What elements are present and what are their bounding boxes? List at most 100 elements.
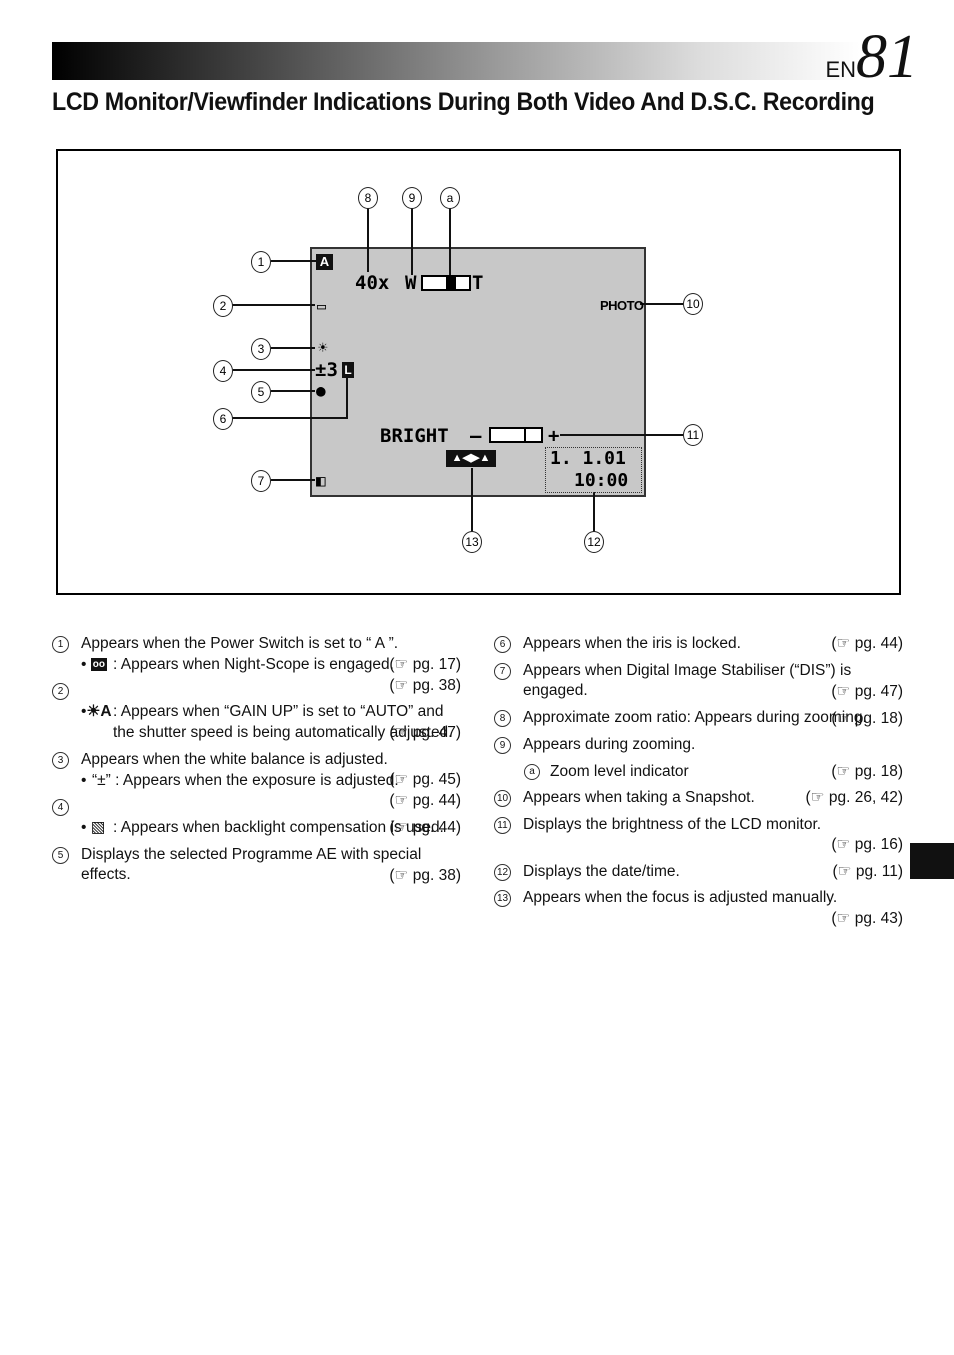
zoom-wide-label: W (405, 272, 417, 294)
bullet: • oo (81, 656, 107, 673)
item-letter: a (524, 763, 540, 780)
callout-6: 6 (213, 408, 233, 430)
manual-focus-icon: ▲◀▶▲ (446, 450, 496, 467)
page-reference: (☞ pg. 16) (831, 836, 903, 853)
page-reference: (☞ pg. 26, 42) (805, 789, 903, 806)
item-number: 4 (52, 798, 69, 816)
auto-mode-icon: A (316, 254, 333, 270)
list-item: 3 Appears when the white balance is adju… (52, 750, 461, 791)
item-text: Displays the selected Programme AE with … (81, 845, 422, 884)
page-reference: (☞ pg. 47) (831, 682, 903, 700)
item-text: Appears when the focus is adjusted manua… (523, 889, 838, 906)
list-subitem: • “±” : Appears when the exposure is adj… (52, 771, 461, 812)
item-text: Appears when the Power Switch is set to … (81, 635, 399, 652)
list-item: 5 Displays the selected Programme AE wit… (52, 845, 461, 887)
item-text: Approximate zoom ratio: Appears during z… (523, 709, 867, 726)
list-item: 1 Appears when the Power Switch is set t… (52, 634, 461, 675)
item-number: 3 (52, 751, 69, 769)
item-number: 2 (52, 683, 69, 700)
zoom-tele-label: T (472, 272, 484, 294)
list-item: 12 Displays the date/time. (☞ pg. 11) (494, 862, 903, 883)
lcd-diagram-frame (56, 149, 901, 595)
page-reference: (☞ pg. 47) (389, 724, 461, 741)
item-number: 13 (494, 890, 511, 907)
photo-indicator: PHOTO (600, 298, 644, 313)
list-subitem: • oo : Appears when Night-Scope is engag… (52, 655, 461, 696)
page-reference: (☞ pg. 44) (389, 819, 461, 836)
item-text: Displays the date/time. (523, 862, 680, 880)
time-display: 10:00 (574, 470, 629, 491)
item-number: 5 (52, 846, 69, 864)
exposure-value: ±3 (315, 359, 338, 381)
item-text: “±” : Appears when the exposure is adjus… (92, 771, 399, 789)
bright-label: BRIGHT (380, 425, 449, 447)
page-reference: (☞ pg. 18) (831, 762, 903, 780)
item-number: 7 (494, 662, 511, 680)
list-item: 6 Appears when the iris is locked. (☞ pg… (494, 634, 903, 655)
date-time-box (545, 447, 642, 493)
date-display: 1. 1.01 (550, 448, 626, 469)
callout-12: 12 (584, 531, 604, 553)
callout-13: 13 (462, 531, 482, 553)
programme-ae-icon: ● (316, 381, 326, 400)
page-reference: (☞ pg. 43) (831, 909, 903, 927)
page-reference: (☞ pg. 18) (831, 709, 903, 727)
item-text: : Appears when Night-Scope is engaged. (113, 656, 394, 673)
bullet: • ▧ (81, 818, 106, 836)
list-item: 7 Appears when Digital Image Stabiliser … (494, 661, 903, 703)
item-text: Displays the brightness of the LCD monit… (523, 815, 822, 833)
item-number: 11 (494, 816, 511, 834)
header-gradient-bar (52, 42, 860, 80)
page-reference: (☞ pg. 11) (832, 862, 903, 880)
white-balance-icon: ☀ (318, 338, 328, 357)
bright-minus: – (470, 425, 482, 447)
description-left-column: 1 Appears when the Power Switch is set t… (52, 634, 461, 892)
backlight-icon: ▧ (90, 818, 106, 836)
list-item: 11 Displays the brightness of the LCD mo… (494, 815, 903, 856)
bullet: •☀A (81, 703, 112, 720)
iris-lock-icon: L (342, 362, 354, 378)
page-reference: (☞ pg. 38) (389, 676, 461, 694)
item-text: : Appears when backlight compensation is… (113, 818, 444, 836)
page-title: LCD Monitor/Viewfinder Indications Durin… (52, 88, 875, 116)
bullet: • (81, 771, 87, 789)
night-scope-icon: ▭ (317, 297, 327, 315)
list-item: 10 Appears when taking a Snapshot. (☞ pg… (494, 788, 903, 809)
page-reference: (☞ pg. 38) (389, 866, 461, 884)
zoom-ratio: 40x (355, 272, 390, 294)
night-scope-icon: oo (90, 658, 107, 672)
item-text: Appears when the white balance is adjust… (81, 750, 388, 768)
page-number: EN81 (825, 23, 918, 91)
page-reference: (☞ pg. 45) (389, 771, 461, 788)
item-text: Appears when the iris is locked. (523, 635, 741, 652)
item-number: 10 (494, 790, 511, 807)
callout-4: 4 (213, 360, 233, 382)
item-text: Appears during zooming. (523, 736, 696, 753)
callout-7: 7 (251, 470, 271, 492)
page-reference: (☞ pg. 44) (389, 792, 461, 809)
callout-1: 1 (251, 251, 271, 273)
item-number: 6 (494, 636, 511, 653)
item-number: 1 (52, 636, 69, 653)
list-item: 9 Appears during zooming. (494, 735, 903, 756)
callout-10: 10 (683, 293, 703, 315)
callout-2: 2 (213, 295, 233, 317)
dis-icon: ◧ (316, 471, 326, 490)
item-number: 8 (494, 710, 511, 727)
list-subitem: •☀A : Appears when “GAIN UP” is set to “… (52, 702, 461, 744)
callout-11: 11 (683, 424, 703, 446)
item-text: : Appears when “GAIN UP” is set to “AUTO… (113, 703, 453, 741)
item-text: Zoom level indicator (550, 762, 689, 780)
callout-9: 9 (402, 187, 422, 209)
callout-8: 8 (358, 187, 378, 209)
item-number: 9 (494, 737, 511, 754)
list-subitem: a Zoom level indicator (☞ pg. 18) (494, 762, 903, 783)
item-text: Appears when Digital Image Stabiliser (“… (523, 661, 852, 700)
bright-plus: + (548, 425, 560, 447)
page-reference: (☞ pg. 44) (831, 635, 903, 652)
list-item: 13 Appears when the focus is adjusted ma… (494, 888, 903, 929)
side-thumb-tab (910, 843, 954, 879)
callout-a: a (440, 187, 460, 209)
page-reference: (☞ pg. 17) (389, 655, 461, 673)
